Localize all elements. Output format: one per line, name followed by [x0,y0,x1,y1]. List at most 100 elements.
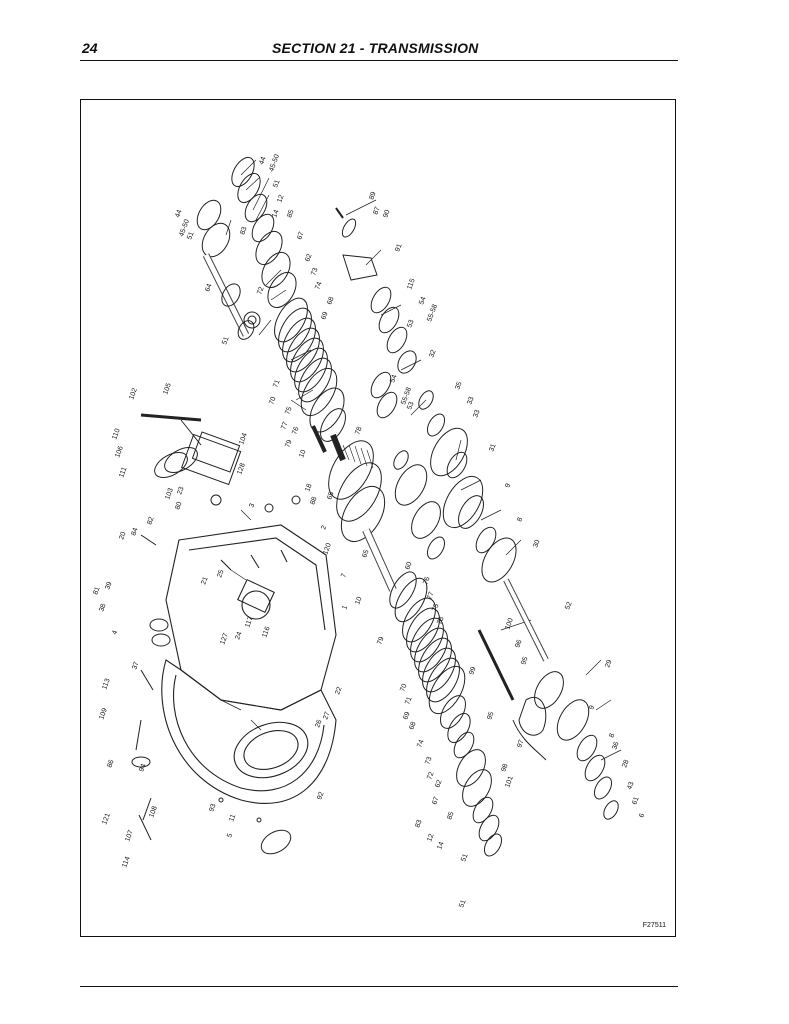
callout-75b: 75 [431,603,440,613]
callout-78: 78 [354,426,363,436]
callout-94: 94 [138,763,147,773]
callout-8: 8 [516,517,524,523]
callout-120: 120 [322,542,333,555]
main-gear-pair [328,440,397,592]
callout-61: 61 [631,796,640,806]
callout-33: 33 [466,396,475,406]
callout-104: 104 [238,432,249,445]
callout-85: 85 [286,209,295,219]
figure-code: F27511 [642,922,666,929]
callout-91: 91 [394,243,403,253]
callout-83: 83 [239,226,248,236]
callout-54b: 54 [389,374,398,384]
callout-107: 107 [124,829,135,842]
callout-90: 90 [382,209,391,219]
callout-109: 109 [98,707,109,720]
callout-6: 6 [638,813,646,819]
transmission-exploded-drawing: 44 45-50 51 64 51 44 45-50 51 83 12 14 8… [92,153,646,909]
callout-23: 23 [176,486,185,496]
callout-31: 31 [488,443,497,453]
callout-72b: 72 [426,771,435,781]
callout-37: 37 [131,661,140,671]
callout-38: 38 [98,603,107,613]
footer-rule [80,986,678,987]
callout-65: 65 [361,549,370,559]
callout-39: 39 [104,581,113,591]
callout-74b: 74 [416,739,425,749]
callout-86: 86 [106,759,115,769]
callout-76b: 76 [422,576,431,586]
callout-3: 3 [248,503,256,509]
selector-forks [477,629,547,761]
callout-44b: 44 [258,156,267,166]
callout-32: 32 [428,349,437,359]
callout-121: 121 [101,812,112,825]
callout-77: 77 [280,421,289,431]
callout-51c: 51 [272,179,281,189]
callout-116: 116 [261,626,271,639]
callout-79b: 79 [376,636,385,646]
callout-88: 88 [309,496,318,506]
callout-9: 9 [504,483,512,489]
callout-8b: 8 [608,733,616,739]
callout-9b: 9 [588,705,596,711]
callout-27: 27 [322,711,331,721]
callout-29: 29 [604,659,613,669]
callout-33b: 33 [472,409,481,419]
callout-97: 97 [516,739,525,749]
transmission-housing [161,524,337,805]
callout-70b: 70 [399,683,408,693]
callout-75: 75 [284,406,293,416]
callout-18: 18 [304,483,313,493]
callout-89: 89 [368,191,377,201]
callout-68: 68 [326,296,335,306]
callout-53b: 53 [406,401,415,411]
callout-85b: 85 [446,811,455,821]
callout-14b: 14 [436,841,445,851]
callout-68b: 68 [408,721,417,731]
lower-mainshaft-assembly [402,597,503,857]
callout-43: 43 [626,781,635,791]
callout-4: 4 [111,630,119,636]
callout-12: 12 [276,194,285,204]
callout-51b: 51 [221,336,230,346]
callout-45-50b: 45-50 [268,153,281,172]
callout-69b: 69 [402,711,411,721]
callout-117: 117 [244,616,254,629]
callout-111: 111 [118,466,128,478]
callout-92: 92 [316,791,325,801]
callout-51d: 51 [460,853,469,863]
callout-20: 20 [118,531,127,541]
callout-69: 69 [320,311,329,321]
callout-36: 36 [611,741,620,751]
callout-67: 67 [296,231,305,241]
callout-106: 106 [114,445,125,458]
callout-95b: 95 [486,711,495,721]
leader-lines [220,159,622,761]
countershaft-assembly [335,207,619,820]
callout-44: 44 [174,209,183,219]
callout-62b: 62 [434,779,443,789]
callout-95: 95 [520,656,529,666]
callout-73b: 73 [424,756,433,766]
callout-1: 1 [341,605,349,611]
callout-98: 98 [500,763,509,773]
callout-60: 60 [404,561,413,571]
upper-mainshaft-assembly [196,156,428,623]
callout-55-58: 55-58 [426,303,439,322]
callout-101: 101 [504,775,515,788]
callout-66: 67 [431,796,440,806]
callout-79: 79 [284,439,293,449]
callout-102: 102 [128,387,139,400]
callout-21: 21 [200,576,209,586]
header-rule [80,60,678,61]
callout-11: 11 [228,813,237,822]
callout-24: 24 [234,631,243,641]
callout-115: 115 [406,278,416,291]
callout-108: 108 [148,805,159,818]
callout-51e: 51 [458,899,467,909]
callout-54: 54 [418,296,427,306]
exploded-diagram-figure: 44 45-50 51 64 51 44 45-50 51 83 12 14 8… [80,99,676,937]
callout-7: 7 [340,573,348,579]
page-number: 24 [82,40,98,56]
